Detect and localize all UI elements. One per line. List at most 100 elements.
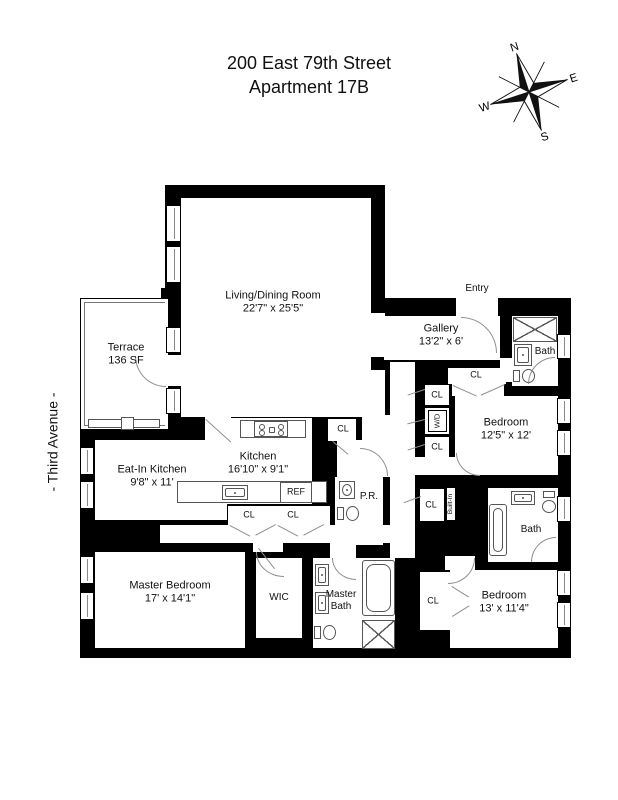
room-dims: 22'7" x 25'5" [242,303,304,315]
apartment-line: Apartment 17B [248,76,370,97]
room-name: Eat-In Kitchen [117,463,187,476]
room-master-bedroom [95,552,245,648]
opening-master-bedroom [253,543,283,552]
compass-south-label: S [539,130,550,144]
room-name: Kitchen [239,450,277,463]
page-title: 200 East 79th Street Apartment 17B [0,52,618,100]
kitchen-sink-icon [222,485,248,500]
room-area: 136 SF [108,355,144,367]
room-label-wic: WIC [269,591,289,603]
room-label-kitchen: Kitchen 16'10" x 9'1" [228,451,288,478]
compass-north-label: N [509,41,521,55]
window [80,592,94,620]
sink-icon [339,481,355,499]
window [557,430,571,456]
bathtub-icon [489,504,507,556]
built-in-cabinet [446,487,456,521]
sink-icon [514,344,532,366]
room-label-terrace: Terrace 136 SF [108,342,145,369]
window [166,205,181,242]
closet-label: CL [431,389,443,400]
room-label-bedroom-2: Bedroom 13' x 11'4" [479,590,529,617]
room-label-gallery: Gallery 13'2" x 6' [419,323,463,350]
room-label-powder-room: P.R. [359,490,379,502]
window [557,334,571,359]
opening-master-bath [330,543,356,558]
window [80,481,94,509]
closet-hall-3 [420,489,444,521]
washer-dryer-label: W/D [432,413,442,429]
built-in-label: Built-In [447,493,455,515]
closet-kitchen [328,419,356,441]
room-eat-in-kitchen [95,440,227,520]
room-name: Bedroom [483,416,529,429]
room-label-bath-middle: Bath [520,523,542,535]
sink-icon [511,491,535,505]
closet-gallery [448,368,506,384]
room-bedroom-2 [450,570,558,648]
sink-icon [315,564,329,586]
room-name: Terrace [107,341,145,354]
window [166,388,181,414]
opening-entry [456,298,498,318]
refrigerator-icon [280,482,312,503]
room-label-living-dining: Living/Dining Room 22'7" x 25'5" [220,290,326,317]
shower-icon [362,620,395,649]
corridor [160,525,395,543]
toilet-icon [337,505,359,522]
room-name: Bedroom [481,589,527,602]
room-label-master-bedroom: Master Bedroom 17' x 14'1" [129,580,210,607]
room-name: Master Bedroom [129,579,211,592]
toilet-icon [314,624,336,641]
opening-living-hall [371,370,385,417]
room-dims: 9'8" x 11' [130,477,174,489]
bathtub-icon [362,560,395,616]
compass-east-label: E [568,72,579,86]
room-label-bedroom-1: Bedroom 12'5" x 12' [481,417,531,444]
room-label-bath-top: Bath [534,345,556,357]
opening-bath-top [500,358,512,382]
room-name: Gallery [423,322,459,335]
window [166,246,181,283]
window [557,602,571,628]
opening-kitchen-hall [362,415,390,442]
stove-icon [254,421,288,437]
refrigerator-label: REF [287,486,305,497]
compass-west-label: W [478,100,492,115]
window [557,570,571,596]
room-dims: 13' x 11'4" [479,603,529,615]
room-dims: 12'5" x 12' [480,430,532,442]
opening-terrace-door [166,355,181,386]
street-label: - Third Avenue - [44,392,61,492]
closet-label: CL [425,499,437,510]
window [80,447,94,475]
opening-living-eatin [205,417,231,440]
shower-icon [513,317,557,342]
closet-label: CL [287,509,299,520]
room-dims: 17' x 14'1" [144,593,196,605]
terrace-railing-post [121,417,134,430]
address-line: 200 East 79th Street [226,53,392,73]
sink-icon [315,592,329,614]
toilet-icon [541,491,557,513]
opening-bedroom-1 [415,457,460,475]
window [557,496,571,522]
closet-bedroom-2 [420,572,452,630]
closet-label: CL [337,423,349,434]
room-name: Living/Dining Room [225,289,321,302]
closet-label: CL [431,441,443,452]
closet-hall-1 [425,385,449,405]
entry-label: Entry [465,282,489,294]
window [557,398,571,424]
compass-rose-icon: N E S W [478,41,580,144]
closet-band [228,506,330,525]
opening-living-gallery [371,313,385,357]
closet-label: CL [427,595,439,606]
closet-label: CL [243,509,255,520]
room-living-dining [181,198,371,417]
window [166,327,181,353]
room-dims: 13'2" x 6' [418,336,464,348]
room-label-eat-in-kitchen: Eat-In Kitchen 9'8" x 11' [117,464,187,491]
closet-label: CL [470,369,482,380]
